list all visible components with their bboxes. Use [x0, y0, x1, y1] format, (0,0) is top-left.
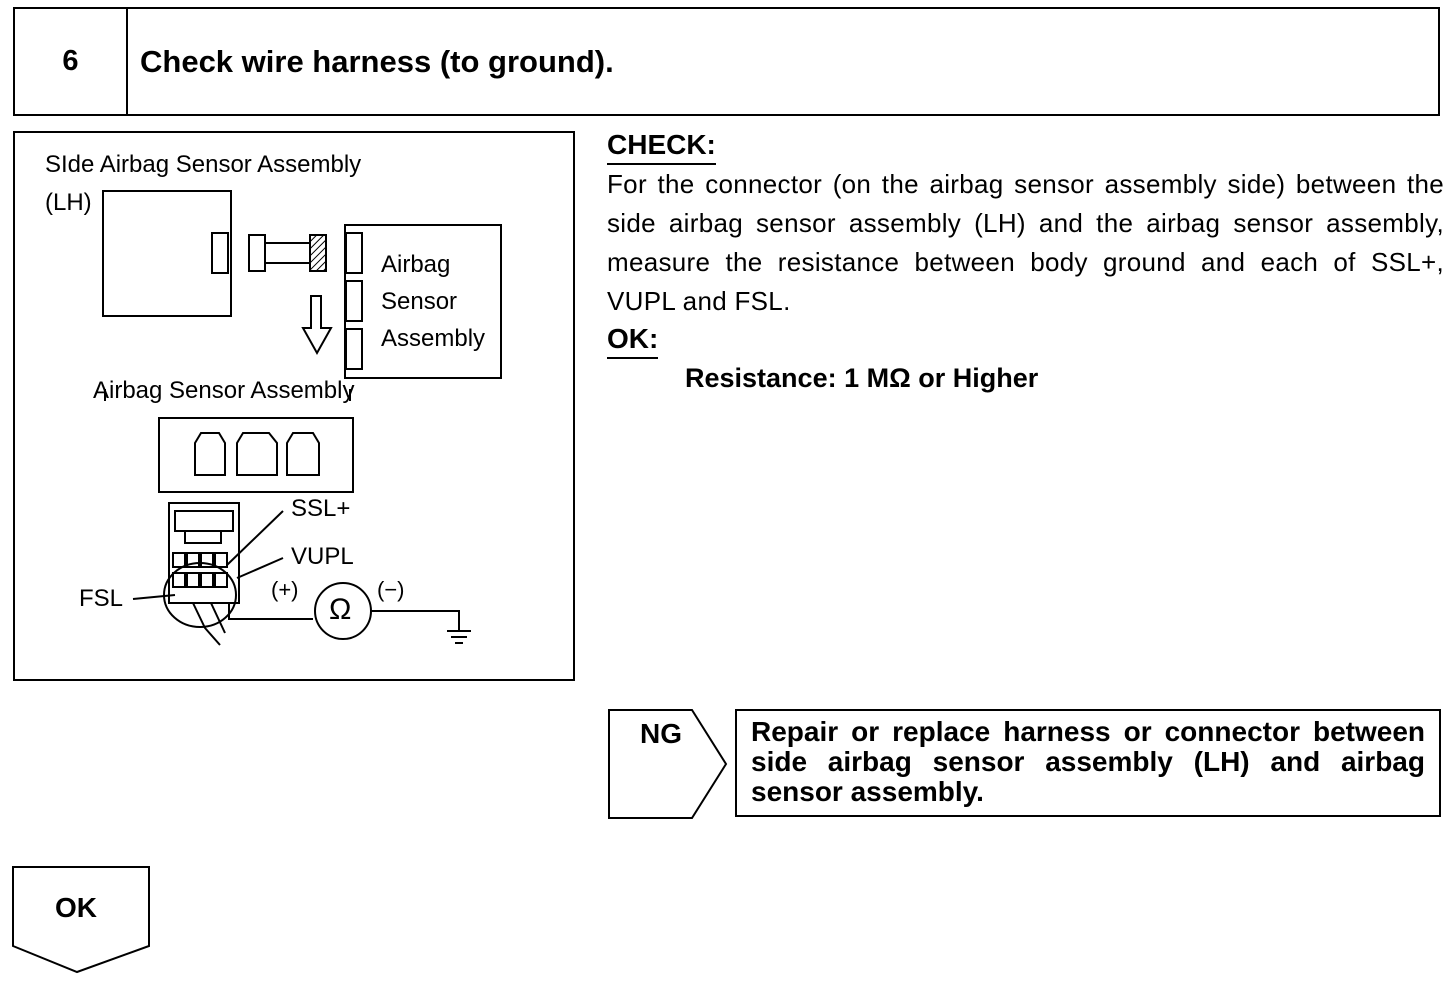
terminal-ssl-label: SSL+: [291, 495, 351, 522]
side-sensor-lh-label: (LH): [45, 189, 92, 216]
terminal-fsl-label: FSL: [79, 585, 124, 612]
pin-3: [286, 432, 320, 476]
airbag-slot-1: [345, 232, 363, 274]
ok-arrow: [12, 866, 150, 974]
ng-arrow: [608, 709, 728, 819]
probe-circle: [163, 562, 237, 628]
side-sensor-box: [102, 190, 232, 317]
airbag-label-line3: Assembly: [381, 325, 486, 352]
connector-label: Airbag Sensor Assembly: [93, 377, 355, 404]
diagram-drawing: [102, 190, 502, 646]
airbag-label-line1: Airbag: [381, 251, 451, 278]
plug-left: [248, 234, 266, 272]
step-number: 6: [15, 9, 128, 114]
ohm-symbol: Ω: [329, 593, 352, 626]
airbag-label-line2: Sensor: [381, 288, 458, 315]
side-sensor-connector: [211, 232, 229, 274]
wiring-diagram: SIde Airbag Sensor Assembly (LH) Airbag …: [13, 131, 575, 681]
plug-right: [309, 234, 327, 272]
plus-label: (+): [271, 577, 299, 602]
side-sensor-label: SIde Airbag Sensor Assembly: [45, 151, 362, 178]
airbag-slot-3: [345, 328, 363, 370]
ng-result-text: Repair or replace harness or connector b…: [735, 709, 1441, 817]
ok-heading: OK:: [607, 321, 659, 359]
terminal-vupl-label: VUPL: [291, 543, 354, 570]
check-heading: CHECK:: [607, 127, 716, 165]
pin-1: [194, 432, 226, 476]
step-title: Check wire harness (to ground).: [140, 43, 614, 79]
check-section: CHECK: For the connector (on the airbag …: [607, 127, 1444, 394]
check-instructions: For the connector (on the airbag sensor …: [607, 169, 1444, 316]
ng-label: NG: [640, 718, 682, 749]
harness-cells: [172, 552, 228, 588]
ok-label: OK: [55, 892, 97, 923]
airbag-slot-2: [345, 280, 363, 322]
step-header: 6 Check wire harness (to ground).: [13, 7, 1440, 116]
minus-label: (−): [377, 577, 405, 602]
connector-front: [158, 417, 354, 493]
pin-2: [236, 432, 278, 476]
resistance-spec: Resistance: 1 MΩ or Higher: [685, 363, 1039, 393]
down-arrow: [301, 295, 333, 356]
